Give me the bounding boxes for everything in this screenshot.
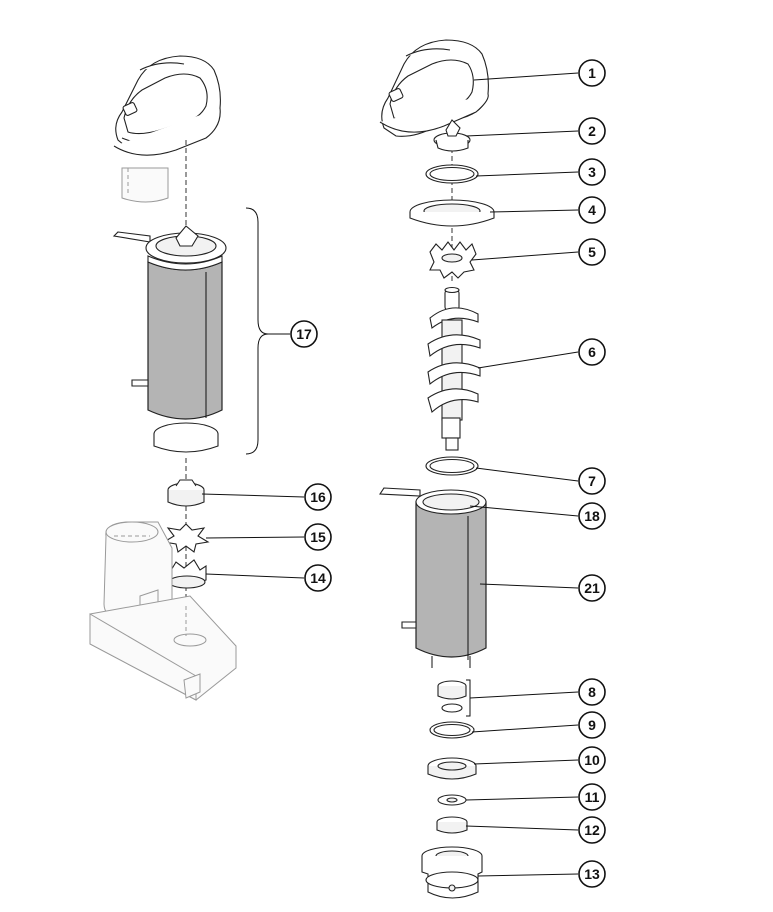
neck-ghost (121, 167, 169, 203)
svg-text:13: 13 (584, 866, 600, 882)
part-1-hopper-head (379, 39, 489, 137)
svg-text:9: 9 (588, 717, 596, 733)
svg-text:1: 1 (588, 65, 596, 81)
coupling-14 (167, 559, 207, 589)
callout-14: 14 (304, 564, 332, 592)
svg-text:15: 15 (310, 529, 326, 545)
svg-text:16: 16 (310, 489, 326, 505)
callout-6: 6 (578, 338, 606, 366)
svg-text:17: 17 (296, 326, 312, 342)
hopper-head-left (113, 55, 221, 156)
callout-4: 4 (578, 196, 606, 224)
callout-21: 21 (578, 574, 606, 602)
part-6-auger (427, 286, 481, 451)
part-8-seal (437, 680, 467, 713)
bracket-8 (466, 679, 471, 717)
svg-text:6: 6 (588, 344, 596, 360)
callout-5: 5 (578, 238, 606, 266)
svg-text:11: 11 (585, 789, 600, 805)
cylinder-assembly-17 (112, 225, 227, 453)
callout-12: 12 (578, 816, 606, 844)
assembled-view (89, 55, 269, 701)
callout-2: 2 (578, 117, 606, 145)
motor-gearbox-ghost (89, 521, 237, 701)
svg-text:12: 12 (584, 822, 600, 838)
callout-13: 13 (578, 860, 606, 888)
svg-text:14: 14 (310, 570, 326, 586)
callout-17: 17 (290, 320, 318, 348)
svg-text:8: 8 (588, 684, 596, 700)
callout-7: 7 (578, 467, 606, 495)
callout-9: 9 (578, 711, 606, 739)
part-12-bearing (436, 816, 468, 834)
brace-17 (245, 207, 269, 455)
callout-16: 16 (304, 483, 332, 511)
svg-text:2: 2 (588, 123, 596, 139)
callout-3: 3 (578, 158, 606, 186)
spider-15 (162, 523, 210, 553)
exploded-view (379, 39, 495, 899)
callout-15: 15 (304, 523, 332, 551)
leader-lines (201, 72, 579, 877)
part-10-bearing-housing (427, 757, 477, 780)
svg-text:7: 7 (588, 473, 596, 489)
part-13-base-flange (421, 846, 483, 899)
svg-text:21: 21 (584, 580, 600, 596)
svg-text:18: 18 (584, 508, 600, 524)
svg-text:3: 3 (588, 164, 596, 180)
svg-text:5: 5 (588, 244, 596, 260)
part-5-star-wheel (429, 241, 477, 279)
callout-8: 8 (578, 678, 606, 706)
part-2-drive-nut (433, 119, 471, 152)
callout-11: 11 (578, 783, 606, 811)
callout-10: 10 (578, 746, 606, 774)
part-21-cylinder (379, 487, 487, 668)
callout-18: 18 (578, 502, 606, 530)
callout-1: 1 (578, 59, 606, 87)
svg-text:10: 10 (584, 752, 600, 768)
svg-text:4: 4 (588, 202, 596, 218)
part-4-flange-plate (409, 199, 495, 227)
coupling-16 (167, 479, 205, 507)
